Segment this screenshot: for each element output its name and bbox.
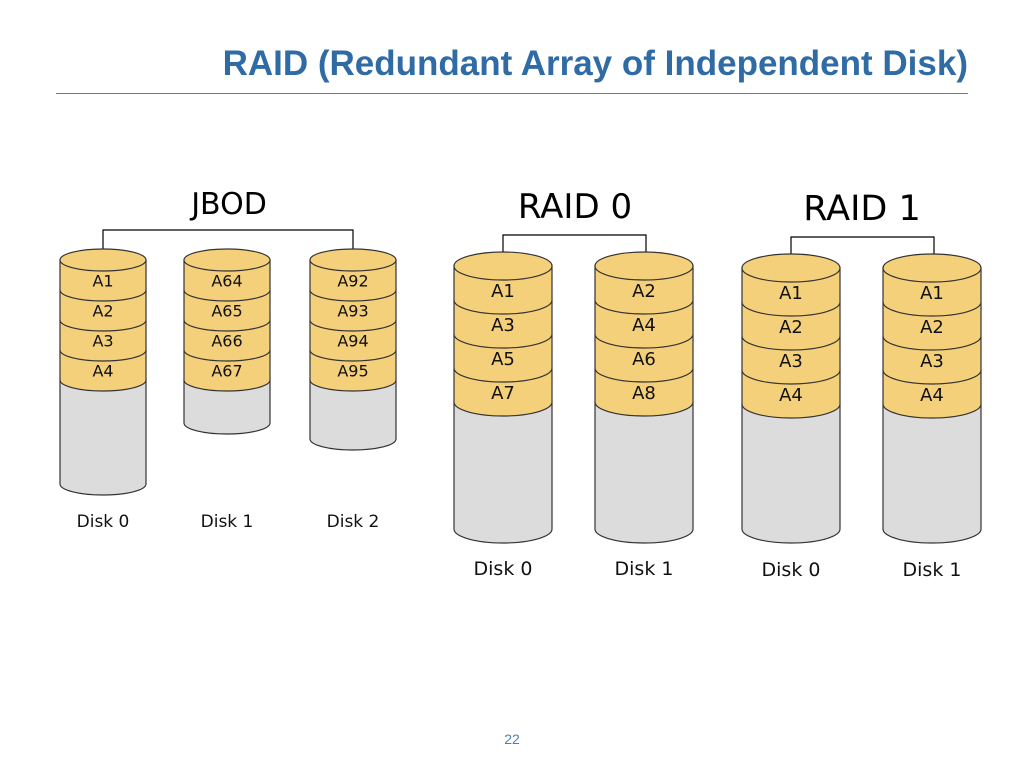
disk-body [183,379,271,435]
disk-label: Disk 1 [903,559,962,581]
title-underline [56,93,968,94]
disk-label: Disk 0 [762,559,821,581]
block-label: A2 [92,302,113,321]
block-label: A4 [632,315,656,336]
block-label: A3 [491,315,515,336]
block-label: A94 [337,332,368,351]
block-label: A3 [92,332,113,351]
bracket-connector [502,234,647,266]
block-band [183,259,271,302]
block-label: A1 [491,281,515,302]
disk-body [59,379,147,496]
block-band [183,289,271,332]
block-band [309,289,397,332]
block-band [59,319,147,362]
page-number: 22 [504,731,520,747]
block-label: A64 [211,272,242,291]
block-label: A4 [779,385,803,406]
disk-body [882,403,982,544]
block-label: A7 [491,383,515,404]
disk-top-cap [594,251,694,281]
disk-label: Disk 0 [77,512,130,532]
block-label: A2 [632,281,656,302]
block-label: A6 [632,349,656,370]
block-label: A4 [92,362,113,381]
block-label: A1 [920,283,944,304]
block-label: A1 [92,272,113,291]
block-label: A3 [779,351,803,372]
disk-label: Disk 0 [474,558,533,580]
block-band [59,289,147,332]
disk-top-cap [59,248,147,272]
slide-title: RAID (Redundant Array of Independent Dis… [222,44,968,83]
block-band [59,349,147,392]
block-band [309,349,397,392]
bracket-connector [102,229,354,260]
block-label: A4 [920,385,944,406]
disk-body [309,379,397,451]
disk-top-cap [309,248,397,272]
disk-body [741,403,841,544]
block-label: A1 [779,283,803,304]
disk-label: Disk 1 [201,512,254,532]
group-title: JBOD [189,187,267,222]
disk-top-cap [882,253,982,283]
block-label: A65 [211,302,242,321]
block-label: A66 [211,332,242,351]
disk-label: Disk 2 [327,512,380,532]
disk-top-cap [183,248,271,272]
block-label: A3 [920,351,944,372]
block-label: A92 [337,272,368,291]
disk-body [453,401,553,544]
block-label: A95 [337,362,368,381]
disk-top-cap [741,253,841,283]
block-label: A5 [491,349,515,370]
block-band [309,259,397,302]
block-label: A2 [920,317,944,338]
block-band [183,349,271,392]
block-band [309,319,397,362]
disk-top-cap [453,251,553,281]
group-title: RAID 0 [518,187,632,227]
disk-label: Disk 1 [615,558,674,580]
disk-body [594,401,694,544]
bracket-connector [790,236,935,268]
block-band [59,259,147,302]
block-label: A2 [779,317,803,338]
group-title: RAID 1 [803,189,921,229]
block-label: A93 [337,302,368,321]
block-label: A67 [211,362,242,381]
block-band [183,319,271,362]
block-label: A8 [632,383,656,404]
